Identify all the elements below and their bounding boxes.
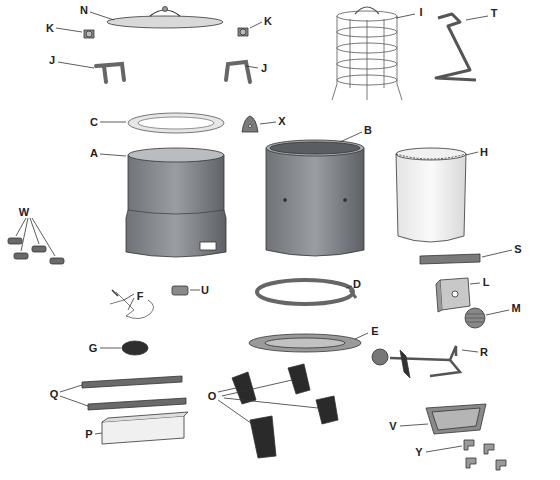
part-letter: H	[480, 147, 488, 158]
part-letter: K	[264, 16, 272, 27]
part-letter: U	[201, 285, 209, 296]
part-letter: D	[353, 279, 361, 290]
part-letter: J	[49, 55, 55, 66]
part-letter: I	[419, 7, 422, 18]
part-letter: Q	[50, 389, 59, 400]
part-letter: P	[85, 429, 92, 440]
part-letter: G	[89, 343, 98, 354]
part-letter: E	[371, 326, 378, 337]
part-letter: L	[483, 277, 490, 288]
part-letter: S	[514, 244, 521, 255]
part-letter: T	[491, 8, 498, 19]
part-letter: A	[90, 148, 98, 159]
part-letter: Y	[415, 447, 422, 458]
part-letter: W	[19, 207, 29, 218]
part-letter: X	[278, 116, 285, 127]
part-letter: C	[90, 117, 98, 128]
part-letter: V	[389, 421, 396, 432]
part-letter: N	[80, 5, 88, 16]
part-letter: K	[46, 23, 54, 34]
part-letter: B	[364, 125, 372, 136]
part-letter: J	[261, 63, 267, 74]
part-letter: F	[137, 291, 144, 302]
part-letter: R	[480, 347, 488, 358]
part-letter: M	[511, 303, 520, 314]
part-letter: O	[208, 391, 217, 402]
